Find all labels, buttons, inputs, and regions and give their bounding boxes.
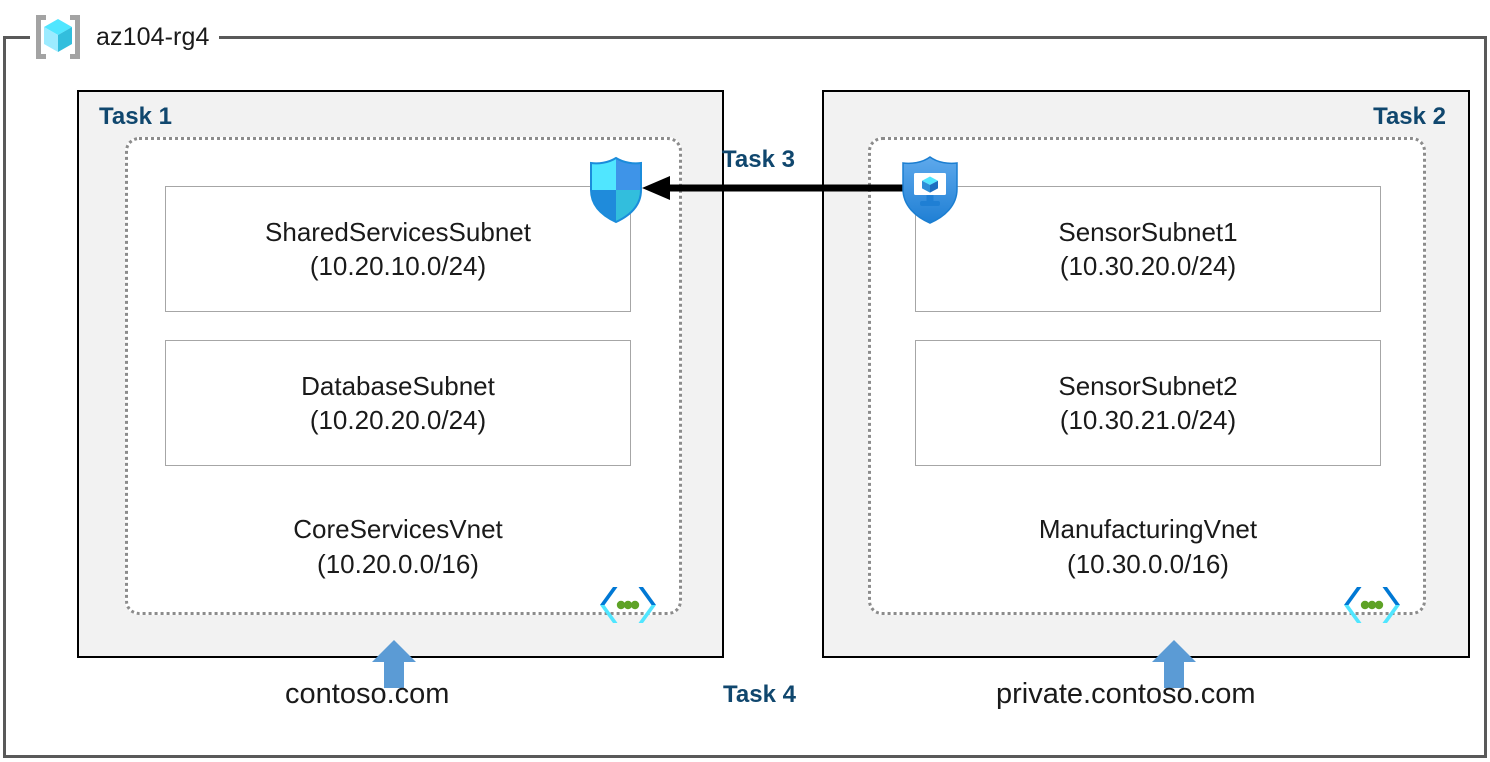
subnet-databasesubnet: DatabaseSubnet (10.20.20.0/24)	[165, 340, 631, 466]
subnet-cidr: (10.20.10.0/24)	[309, 251, 487, 281]
peering-arrow-icon	[640, 172, 918, 204]
task2-label: Task 2	[1373, 103, 1446, 130]
vnet-name: ManufacturingVnet	[1038, 514, 1258, 544]
subnet-sharedservicessubnet: SharedServicesSubnet (10.20.10.0/24)	[165, 186, 631, 312]
resource-group-frame	[3, 36, 1487, 758]
task1-label: Task 1	[99, 103, 172, 130]
subnet-name: SharedServicesSubnet	[265, 216, 531, 247]
vnet-cidr: (10.20.0.0/16)	[317, 549, 479, 580]
subnet-name: SensorSubnet2	[1058, 370, 1238, 401]
task3-label: Task 3	[722, 146, 795, 173]
dns-up-arrow-icon	[370, 638, 418, 690]
dns-zone-private-contoso: private.contoso.com	[996, 678, 1256, 710]
virtual-network-icon	[597, 583, 659, 627]
subnet-cidr: (10.30.21.0/24)	[1059, 405, 1237, 435]
subnet-name: DatabaseSubnet	[301, 370, 495, 401]
virtual-network-icon	[1341, 583, 1403, 627]
task4-label: Task 4	[723, 681, 796, 708]
resource-group-cube-icon	[30, 12, 86, 62]
subnet-sensorsubnet1: SensorSubnet1 (10.30.20.0/24)	[915, 186, 1381, 312]
coreservicesvnet-caption: CoreServicesVnet (10.20.0.0/16)	[165, 512, 631, 582]
subnet-cidr: (10.20.20.0/24)	[309, 405, 487, 435]
subnet-sensorsubnet2: SensorSubnet2 (10.30.21.0/24)	[915, 340, 1381, 466]
resource-group-name: az104-rg4	[96, 22, 210, 51]
dns-zone-contoso: contoso.com	[285, 678, 450, 710]
bastion-shield-vm-icon	[898, 154, 962, 226]
dns-up-arrow-icon	[1150, 638, 1198, 690]
resource-group-header: az104-rg4	[30, 15, 220, 59]
manufacturingvnet-caption: ManufacturingVnet (10.30.0.0/16)	[915, 512, 1381, 582]
vnet-name: CoreServicesVnet	[293, 514, 503, 544]
subnet-name: SensorSubnet1	[1058, 216, 1238, 247]
subnet-cidr: (10.30.20.0/24)	[1059, 251, 1237, 281]
network-security-group-shield-icon	[588, 156, 644, 224]
vnet-cidr: (10.30.0.0/16)	[1067, 549, 1229, 580]
